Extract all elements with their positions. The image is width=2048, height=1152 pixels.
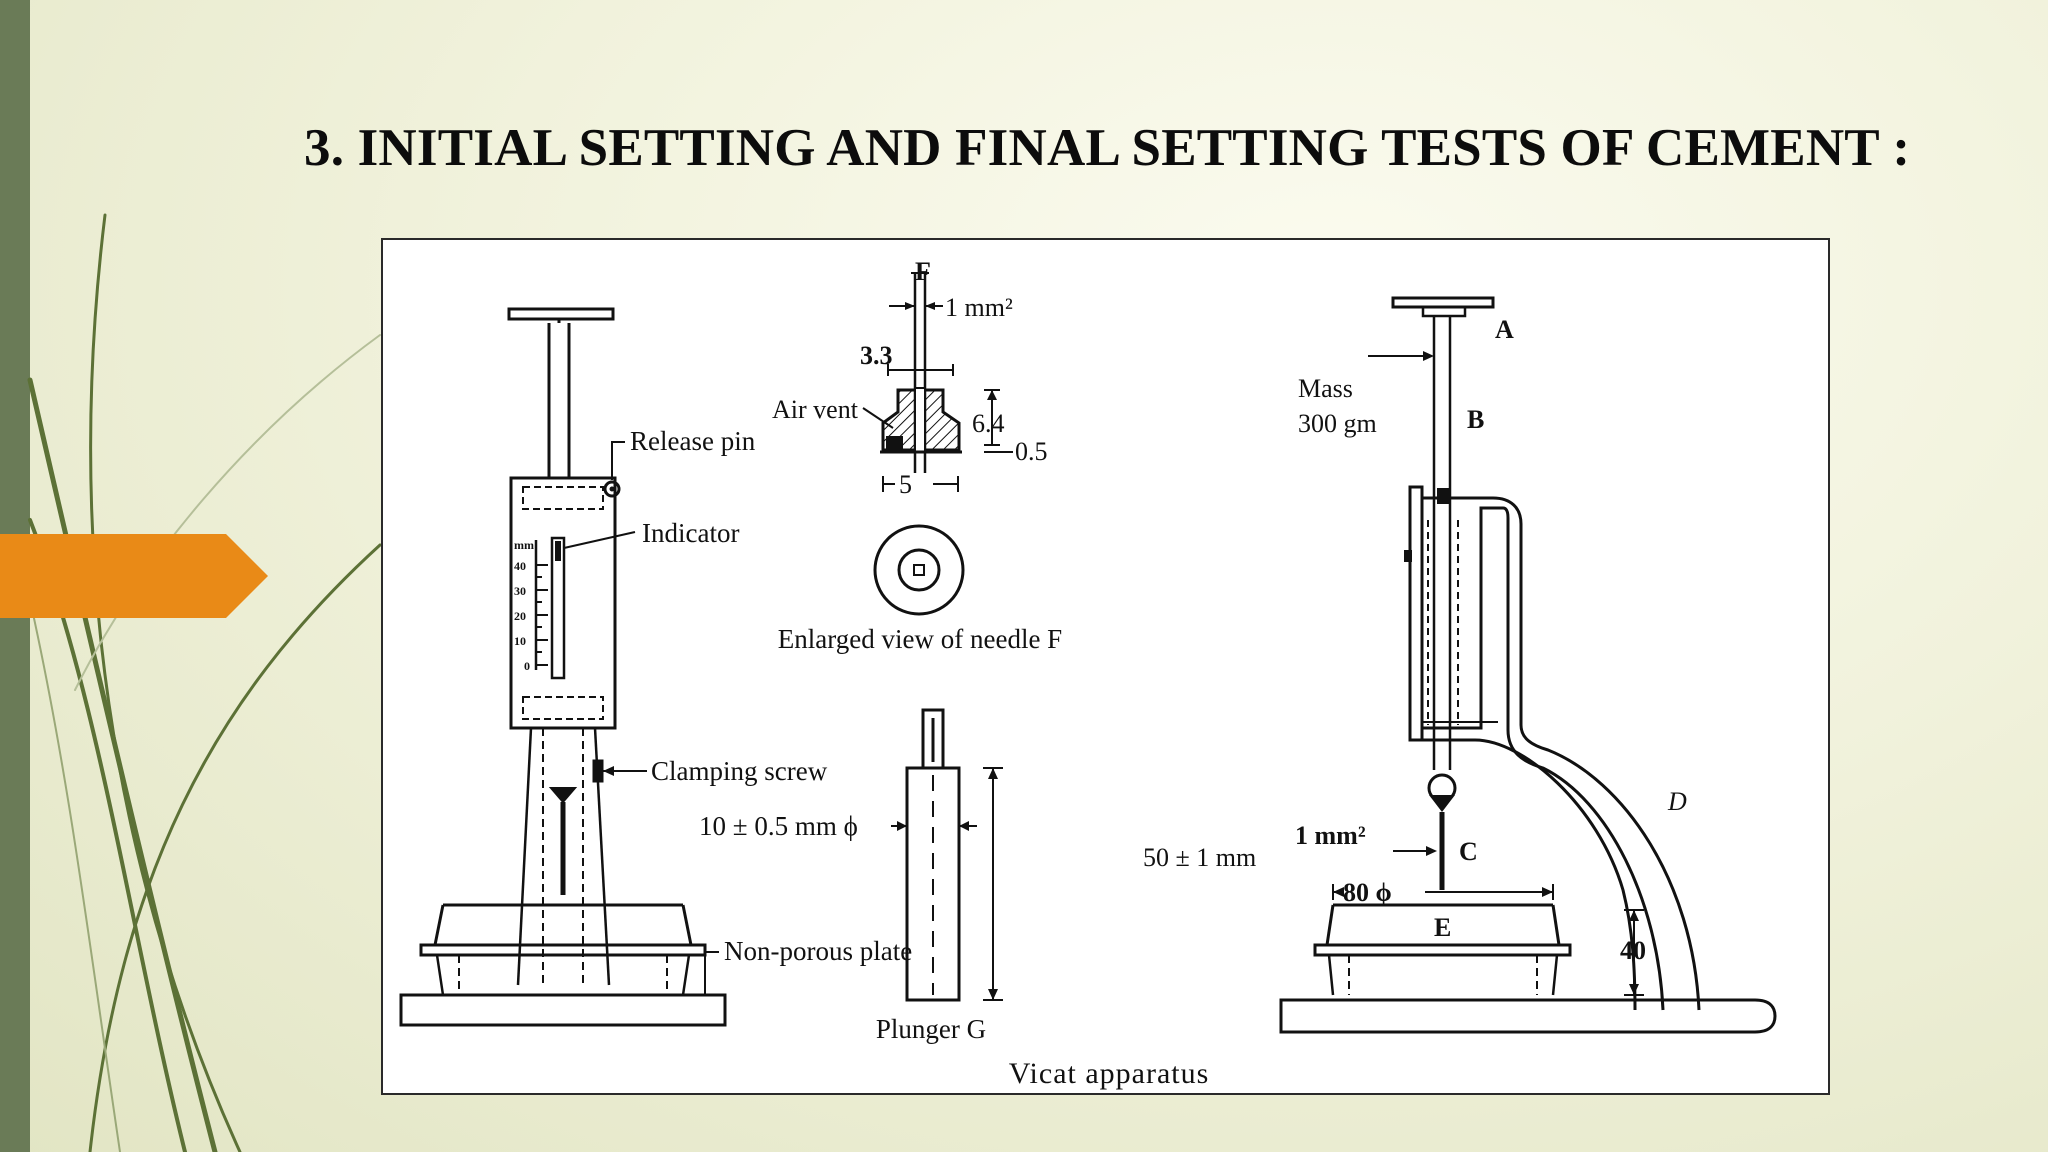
label-needle-area: 1 mm² — [945, 293, 1013, 322]
label-plunger-diameter: 10 ± 0.5 mm ϕ — [699, 811, 858, 841]
label-d: D — [1667, 787, 1687, 816]
label-non-porous-plate: Non-porous plate — [724, 936, 912, 966]
label-a: A — [1495, 315, 1514, 344]
needle-f-detail — [862, 272, 1013, 616]
label-e: E — [1434, 913, 1451, 942]
label-needle-c-area: 1 mm² — [1295, 821, 1366, 850]
label-b: B — [1467, 405, 1484, 434]
label-indicator: Indicator — [642, 518, 739, 548]
label-needle-f: F — [915, 257, 931, 286]
caption-vicat-apparatus: Vicat apparatus — [1009, 1057, 1210, 1090]
vicat-apparatus-figure: Release pin Indicator Clamping screw Non… — [381, 238, 1830, 1095]
label-mould-height: 40 — [1620, 936, 1646, 965]
caption-needle-f: Enlarged view of needle F — [778, 624, 1062, 654]
scale-tick-40: 40 — [514, 559, 526, 573]
label-clamping-screw: Clamping screw — [651, 756, 828, 786]
scale-tick-10: 10 — [514, 634, 526, 648]
label-width-top: 3.3 — [860, 341, 893, 370]
label-tip: 0.5 — [1015, 437, 1048, 466]
scale-tick-0: 0 — [524, 659, 530, 673]
label-release-pin: Release pin — [630, 426, 756, 456]
left-vicat-stand — [399, 307, 727, 1027]
slide-title: 3. INITIAL SETTING AND FINAL SETTING TES… — [304, 119, 1911, 177]
scale-unit: mm — [514, 538, 534, 552]
label-height: 6.4 — [972, 409, 1005, 438]
right-vicat-stand — [1279, 296, 1777, 1034]
label-mass-value: 300 gm — [1298, 409, 1377, 438]
plunger-g-detail — [891, 708, 1003, 1002]
caption-plunger-g: Plunger G — [876, 1014, 986, 1044]
label-mass: Mass — [1298, 374, 1353, 403]
scale-tick-30: 30 — [514, 584, 526, 598]
label-mould-diameter: 80 ϕ — [1343, 878, 1392, 907]
scale-tick-20: 20 — [514, 609, 526, 623]
vicat-apparatus-diagram: Release pin Indicator Clamping screw Non… — [399, 257, 1777, 1090]
label-base-width: 5 — [899, 470, 912, 499]
orange-arrow-tab — [0, 534, 268, 618]
label-c: C — [1459, 837, 1478, 866]
label-plunger-length: 50 ± 1 mm — [1143, 843, 1256, 872]
label-air-vent: Air vent — [772, 395, 859, 424]
